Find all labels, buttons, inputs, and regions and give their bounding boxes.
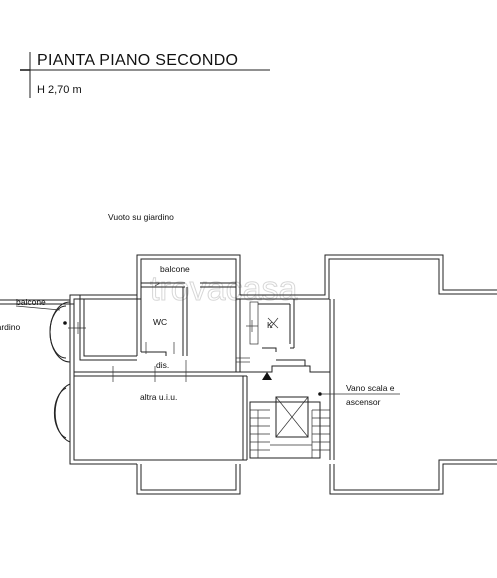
balcony-top-label: balcone [160, 264, 190, 274]
building-outline [0, 254, 497, 495]
wc-label: WC [153, 317, 167, 327]
stair-marker-dot [318, 392, 322, 396]
hall-label: dis. [156, 360, 169, 370]
garden-left-label: giardino [0, 322, 21, 332]
other-unit-label: altra u.i.u. [140, 392, 177, 402]
door-marks [112, 282, 279, 382]
ceiling-height: H 2,70 m [37, 84, 82, 96]
void-garden-label: Vuoto su giardino [108, 212, 174, 222]
left-balconies [49, 301, 86, 443]
kitchen-label: K [267, 320, 273, 330]
entrance-arrow-icon [262, 372, 272, 380]
balcony-leader [15, 305, 61, 311]
interior-walls [74, 282, 335, 460]
watermark-text: trovacasa [150, 270, 297, 308]
stair-label-line2: ascensor [346, 397, 381, 407]
stair-and-lift [249, 372, 400, 459]
balcony-left-label: balcone [16, 297, 46, 307]
stair-label-line1: Vano scala e [346, 383, 395, 393]
plan-title: PIANTA PIANO SECONDO [37, 52, 238, 69]
